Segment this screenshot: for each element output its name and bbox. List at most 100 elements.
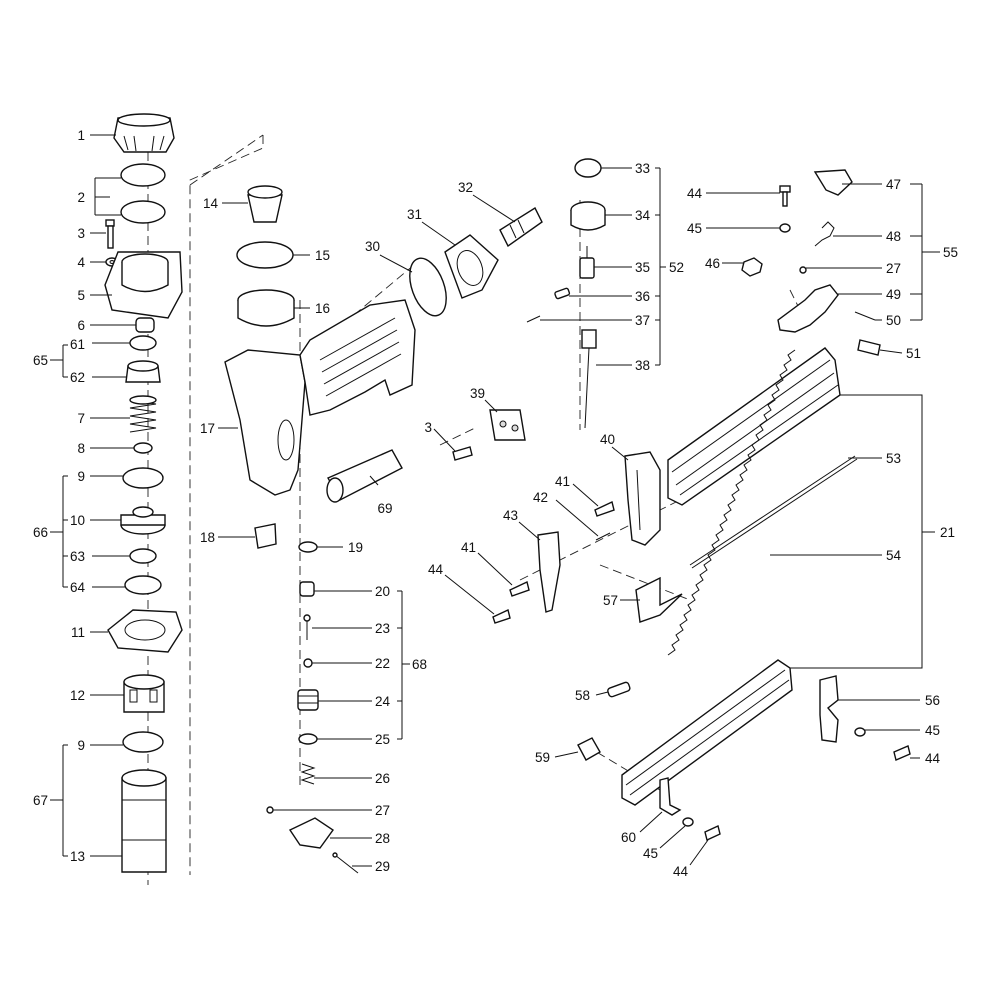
callout-6: 6: [77, 318, 85, 333]
callout-41-upper: 41: [555, 474, 570, 489]
callout-5: 5: [77, 288, 85, 303]
callout-34: 34: [635, 208, 651, 223]
magazine-rail-pusher: [621, 659, 793, 806]
callout-46: 46: [705, 256, 720, 271]
callout-53: 53: [886, 451, 901, 466]
callout-58: 58: [575, 688, 590, 703]
callout-41-lower: 41: [461, 540, 476, 555]
part-27-ball-top: [799, 266, 807, 274]
part-18-cap: [254, 523, 277, 549]
part-5-flange: [104, 251, 183, 319]
part-7-spring: [129, 395, 157, 433]
part-56-latch: [819, 675, 839, 743]
callout-48: 48: [886, 229, 901, 244]
callout-9-lower: 9: [77, 738, 85, 753]
callout-63: 63: [70, 549, 85, 564]
part-43-guide: [537, 531, 561, 613]
callout-45-top: 45: [687, 221, 702, 236]
part-23-pin: [303, 614, 311, 640]
callout-23: 23: [375, 621, 390, 636]
part-60-clip: [659, 777, 682, 816]
callout-14: 14: [203, 196, 219, 211]
callout-60: 60: [621, 830, 636, 845]
callout-4: 4: [77, 255, 85, 270]
part-15-o-ring: [236, 241, 294, 269]
part-47-latch-lever: [813, 169, 853, 196]
part-12-cylinder-sleeve: [123, 674, 165, 713]
part-29-pin: [332, 852, 359, 874]
callout-45-bottom: 45: [643, 846, 658, 861]
part-19-washer: [298, 541, 318, 553]
part-14-bumper: [247, 185, 283, 223]
callout-21: 21: [940, 525, 955, 540]
callout-65: 65: [33, 353, 48, 368]
part-3-screw-mid: [452, 446, 473, 461]
part-45-washer-lower: [682, 817, 694, 827]
part-9-o-ring-lower: [122, 731, 164, 753]
callout-52: 52: [669, 260, 684, 275]
callout-38: 38: [635, 358, 650, 373]
callout-44-left: 44: [428, 562, 444, 577]
part-30-o-ring: [409, 257, 447, 317]
callout-10: 10: [70, 513, 85, 528]
part-37-pin: [526, 315, 541, 323]
callout-18: 18: [200, 530, 215, 545]
part-44-screw-bottom: [704, 825, 721, 841]
part-28-trigger: [288, 817, 334, 849]
part-45-washer-right: [854, 727, 866, 737]
part-58-pin: [607, 681, 631, 698]
callout-2: 2: [77, 190, 85, 205]
callout-54: 54: [886, 548, 902, 563]
part-35-valve-stem: [579, 246, 595, 279]
part-13-cylinder: [121, 769, 167, 873]
callout-49: 49: [886, 287, 901, 302]
callout-27-lower: 27: [375, 803, 390, 818]
leader-lines: [50, 134, 940, 867]
callout-51: 51: [906, 346, 921, 361]
callout-29: 29: [375, 859, 390, 874]
callout-8: 8: [77, 441, 85, 456]
callout-45-right: 45: [925, 723, 940, 738]
callout-13: 13: [70, 849, 85, 864]
part-53-rod: [689, 455, 858, 569]
callout-27-top: 27: [886, 261, 901, 276]
callout-61: 61: [70, 337, 85, 352]
callout-42: 42: [533, 490, 548, 505]
part-38-latch-rod: [581, 329, 597, 429]
callout-56: 56: [925, 693, 940, 708]
callout-3: 3: [77, 226, 85, 241]
part-32-air-fitting: [499, 206, 543, 248]
part-17-housing: [224, 299, 416, 496]
part-39-plate: [489, 409, 526, 441]
part-22-ball: [303, 658, 313, 668]
callout-32: 32: [458, 180, 473, 195]
callout-24: 24: [375, 694, 391, 709]
part-64-o-ring: [124, 575, 162, 595]
callout-39: 39: [470, 386, 485, 401]
callout-50: 50: [886, 313, 901, 328]
part-10-piston: [120, 506, 166, 535]
callout-3-mid: 3: [424, 420, 432, 435]
callout-44-right: 44: [925, 751, 941, 766]
callout-28: 28: [375, 831, 390, 846]
callout-22: 22: [375, 656, 390, 671]
callout-66: 66: [33, 525, 48, 540]
callout-68: 68: [412, 657, 427, 672]
part-34-bushing: [570, 201, 606, 231]
part-27-ball-lower: [266, 806, 274, 814]
callout-59: 59: [535, 750, 550, 765]
callout-17: 17: [200, 421, 215, 436]
part-6-bushing: [135, 317, 155, 333]
callout-64: 64: [70, 580, 86, 595]
callout-44-top: 44: [687, 186, 703, 201]
callout-57: 57: [603, 593, 618, 608]
callout-11: 11: [71, 625, 85, 640]
callout-19: 19: [348, 540, 363, 555]
callout-55: 55: [943, 245, 958, 260]
callout-15: 15: [315, 248, 330, 263]
callout-12: 12: [70, 688, 85, 703]
callout-7: 7: [77, 411, 85, 426]
part-44-screw-right: [893, 745, 911, 761]
callout-33: 33: [635, 161, 650, 176]
